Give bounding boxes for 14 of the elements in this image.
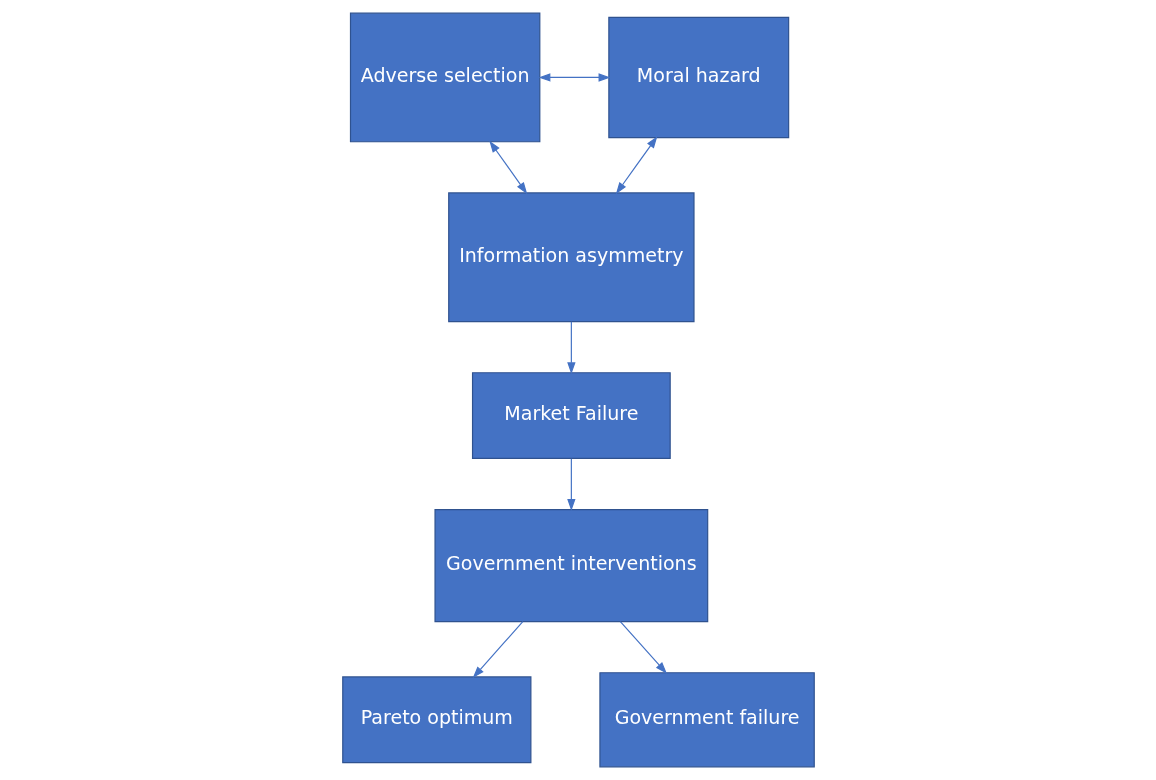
arrow [472, 621, 523, 679]
node-box: Government failure [598, 672, 815, 768]
node-box: Information asymmetry [447, 192, 695, 323]
arrow [619, 621, 667, 674]
node-box: Moral hazard [607, 16, 789, 139]
arrow [537, 73, 610, 82]
arrow [488, 140, 527, 195]
arrow [615, 136, 657, 195]
arrow [566, 458, 576, 511]
node-box: Pareto optimum [341, 676, 531, 764]
arrow [566, 321, 576, 375]
node-box: Government interventions [433, 509, 708, 623]
node-box: Market Failure [471, 372, 671, 460]
node-box: Adverse selection [349, 12, 540, 143]
